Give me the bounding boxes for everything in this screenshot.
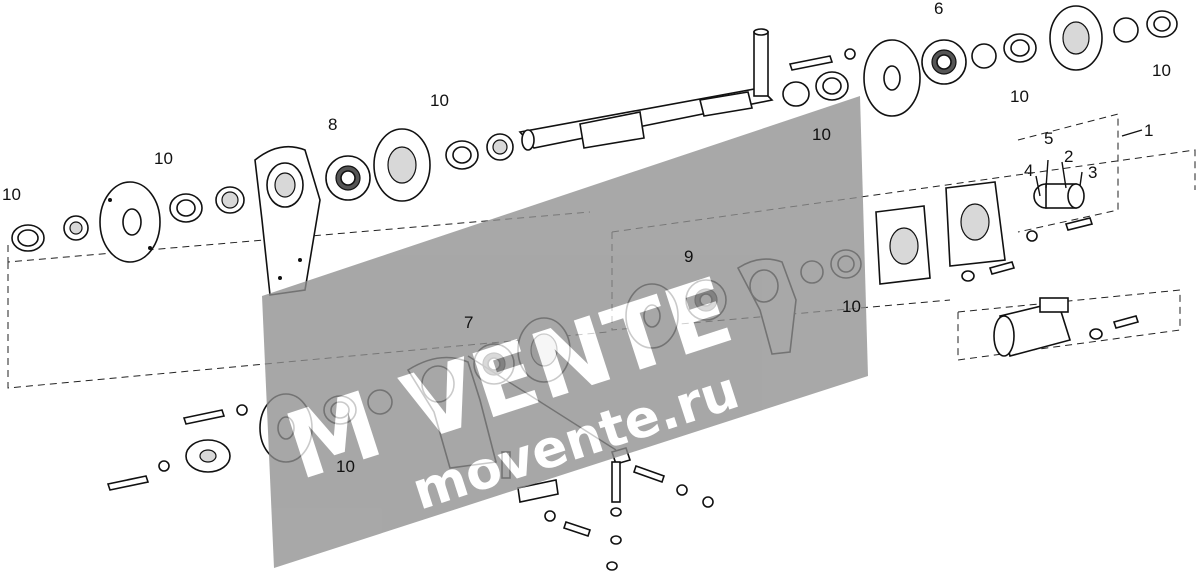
coupling-star (185, 439, 231, 473)
bolt-lower-2 (106, 460, 170, 491)
stud-lower (632, 464, 714, 508)
flange-plate-top-right (863, 39, 921, 117)
bolt-top (788, 48, 856, 71)
callout-9: 9 (684, 247, 693, 266)
bushing-top-far-right (1113, 17, 1139, 43)
bushing-mid (486, 133, 514, 161)
motor (993, 297, 1140, 357)
callout-10: 10 (1152, 61, 1171, 80)
callout-2: 2 (1064, 147, 1073, 166)
bearing-8 (325, 155, 371, 201)
flange-plate-left (99, 181, 161, 263)
callout-10: 10 (2, 185, 21, 204)
callout-10: 10 (430, 91, 449, 110)
spring-ring-top-right-2 (1003, 33, 1037, 63)
main-shaft (518, 28, 774, 151)
callout-6: 6 (934, 0, 943, 18)
watermark-banner (262, 96, 868, 568)
callout-labels: 10 10 8 10 10 6 10 10 1 5 2 4 3 9 10 7 1… (2, 0, 1171, 476)
bushing-top-right (782, 81, 810, 107)
eye-bolt (606, 447, 632, 571)
callout-10: 10 (1010, 87, 1029, 106)
bearing-bracket-left (254, 145, 321, 296)
motor-coupling (1033, 183, 1085, 209)
callout-8: 8 (328, 115, 337, 134)
callout-5: 5 (1044, 129, 1053, 148)
coupling-housing (945, 181, 1006, 267)
nut-bolt-mid-right (961, 261, 1016, 282)
bolt-lower-1 (182, 404, 248, 425)
spring-ring-far-left (11, 224, 45, 252)
callout-10: 10 (812, 125, 831, 144)
bearing-6 (921, 39, 967, 85)
assembly-1 (945, 181, 1094, 282)
right-top-parts (782, 5, 1178, 117)
housing-flange-top-right (1049, 5, 1103, 71)
housing-flange-top (373, 128, 431, 202)
callout-7: 7 (464, 313, 473, 332)
small-bolt-right (1026, 217, 1094, 242)
callout-1: 1 (1144, 121, 1153, 140)
callout-3: 3 (1088, 163, 1097, 182)
spring-ring-mid (445, 140, 479, 170)
callout-10: 10 (336, 457, 355, 476)
callout-4: 4 (1024, 161, 1033, 180)
bushing-left (63, 215, 89, 241)
left-top-parts (11, 128, 514, 296)
bushing-top-right-2 (971, 43, 997, 69)
spring-ring-top-far-right (1146, 10, 1178, 38)
square-flange-mid (875, 205, 931, 285)
callout-10: 10 (842, 297, 861, 316)
spring-ring-top-right (815, 71, 849, 101)
bushing-left-2 (215, 186, 245, 214)
callout-10: 10 (154, 149, 173, 168)
bolt-lower-3 (544, 510, 592, 538)
clamp-plate (517, 479, 559, 503)
spring-ring-left (169, 193, 203, 223)
